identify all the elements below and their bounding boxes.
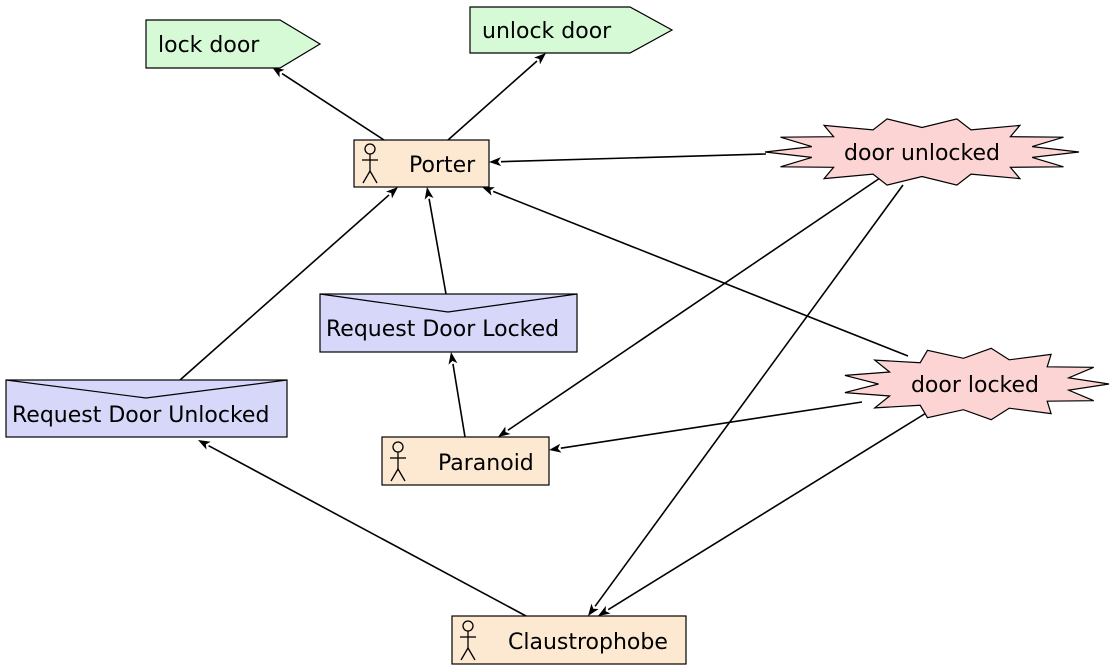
actor-claustrophobe[interactable]: Claustrophobe: [451, 615, 687, 665]
edge-porter-to-lock-door: [272, 67, 385, 141]
arrowhead-icon: [386, 187, 398, 199]
edge-line: [428, 198, 447, 295]
arrowhead-icon: [549, 443, 562, 453]
event-door-locked-label: door locked: [911, 373, 1039, 398]
edge-door-locked-to-paranoid: [549, 401, 863, 453]
arrowhead-icon: [272, 67, 285, 78]
message-request-door-locked-box: [319, 293, 578, 353]
edge-door-unlocked-to-paranoid: [498, 177, 881, 437]
edge-door-unlocked-to-porter: [489, 153, 767, 167]
actor-paranoid[interactable]: Paranoid: [381, 436, 550, 486]
edge-request-door-locked-to-porter: [424, 187, 447, 295]
message-request-door-locked-label: Request Door Locked: [326, 317, 559, 342]
event-door-unlocked-burst: [764, 118, 1080, 186]
arrowhead-icon: [424, 187, 434, 200]
actor-paranoid-box: [381, 436, 550, 486]
action-lock-door-shape: [145, 19, 322, 69]
action-unlock-door-label: unlock door: [482, 19, 612, 44]
event-door-unlocked-label: door unlocked: [844, 141, 1000, 166]
actor-porter-label: Porter: [409, 153, 476, 178]
actor-claustrophobe-box: [451, 615, 687, 665]
message-request-door-unlocked-label: Request Door Unlocked: [12, 403, 269, 428]
arrowhead-icon: [198, 440, 211, 450]
actor-stick-figure-icon: [362, 143, 378, 184]
edge-line: [560, 401, 863, 449]
arrowhead-icon: [482, 187, 495, 196]
actor-stick-figure-icon: [390, 441, 406, 482]
edge-line: [179, 194, 390, 381]
action-lock-door[interactable]: lock door: [145, 19, 322, 69]
edges-layer: [179, 53, 932, 617]
message-request-door-unlocked-box: [5, 379, 288, 438]
edge-line: [281, 72, 385, 141]
edge-line: [208, 444, 527, 617]
edge-door-locked-to-claustrophobe: [598, 409, 932, 616]
event-door-locked[interactable]: door locked: [844, 347, 1110, 421]
edge-line: [607, 409, 932, 611]
edge-line: [507, 177, 881, 431]
edge-request-door-unlocked-to-porter: [179, 187, 398, 381]
edge-line: [447, 60, 538, 141]
event-door-locked-burst: [844, 347, 1110, 421]
edge-line: [594, 184, 904, 607]
edge-porter-to-unlock-door: [447, 53, 546, 141]
event-door-unlocked[interactable]: door unlocked: [764, 118, 1080, 186]
actor-porter-box: [353, 139, 490, 188]
actor-paranoid-label: Paranoid: [438, 451, 534, 476]
edge-door-unlocked-to-claustrophobe: [588, 184, 904, 616]
arrowhead-icon: [588, 603, 599, 616]
action-unlock-door[interactable]: unlock door: [469, 6, 674, 54]
message-request-door-unlocked[interactable]: Request Door Unlocked: [5, 379, 288, 438]
edge-claustrophobe-to-request-door-unlocked: [198, 440, 527, 617]
edge-door-locked-to-porter: [482, 187, 909, 357]
edge-paranoid-to-request-door-locked: [448, 352, 466, 438]
arrowhead-icon: [448, 352, 458, 365]
envelope-flap-icon: [319, 293, 578, 313]
arrowhead-icon: [598, 605, 611, 616]
arrowhead-icon: [534, 53, 546, 65]
arrowhead-icon: [489, 157, 502, 167]
actor-porter[interactable]: Porter: [353, 139, 490, 188]
action-unlock-door-shape: [469, 6, 674, 54]
arrowhead-icon: [498, 426, 511, 437]
actor-claustrophobe-label: Claustrophobe: [508, 630, 668, 655]
edge-line: [500, 153, 767, 163]
envelope-flap-icon: [5, 379, 288, 399]
action-lock-door-label: lock door: [158, 33, 260, 58]
message-request-door-locked[interactable]: Request Door Locked: [319, 293, 578, 353]
edge-line: [492, 190, 909, 357]
actor-stick-figure-icon: [460, 620, 476, 661]
edge-line: [452, 363, 466, 438]
